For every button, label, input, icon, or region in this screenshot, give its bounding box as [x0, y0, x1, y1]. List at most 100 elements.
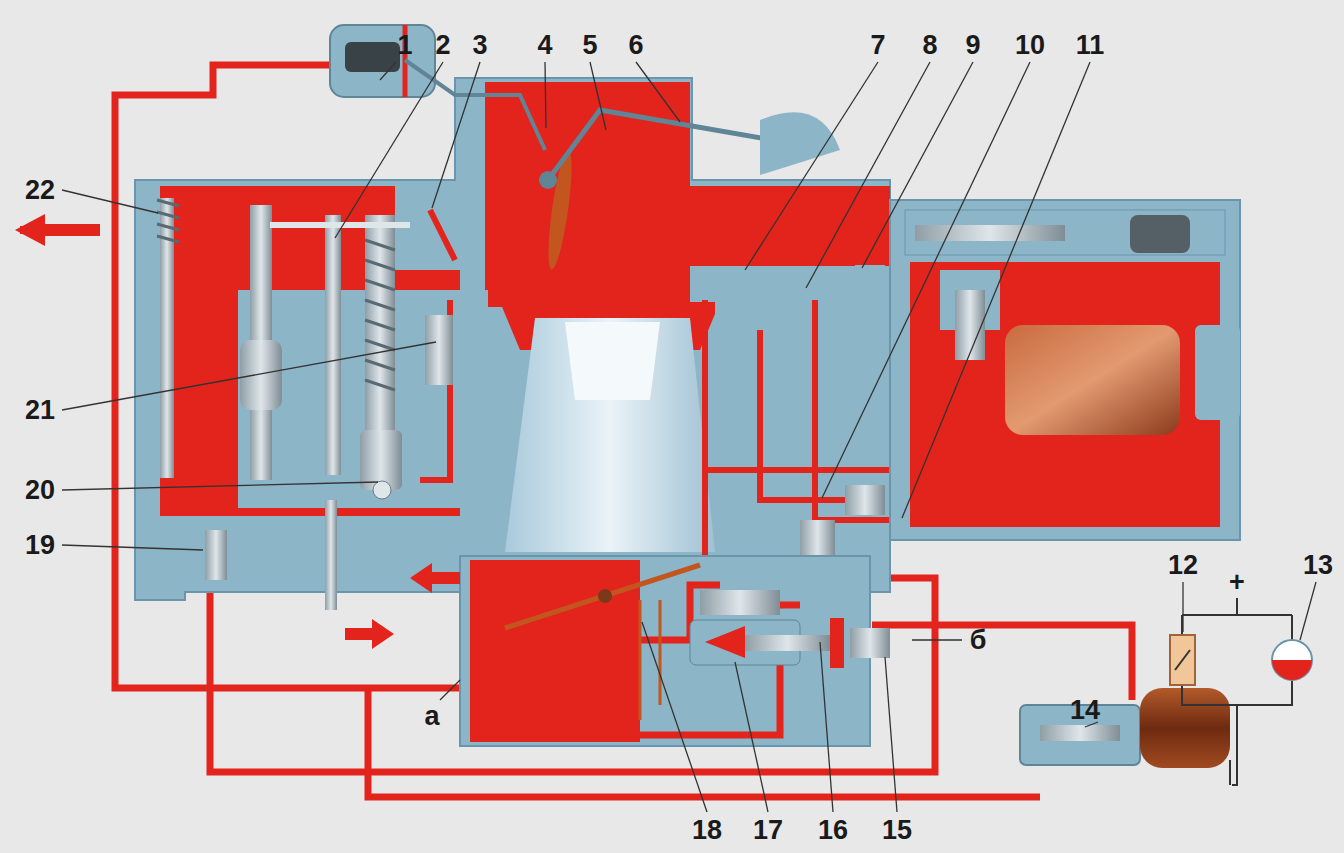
leader-lines-part: [862, 62, 973, 268]
leader-lines-part: [62, 545, 203, 550]
leader-lines-part: [885, 657, 897, 812]
pump-housing-part: [910, 262, 1220, 527]
inner-channels-part: [700, 190, 880, 232]
throttle-body-part: [598, 589, 612, 603]
float-chamber-parts-part: [373, 481, 391, 499]
air-damper: [539, 110, 840, 271]
callout-number: 17: [751, 816, 785, 845]
channel-letter: а: [422, 702, 441, 731]
leader-lines-part: [912, 639, 962, 640]
electric-circuit-part: [1170, 635, 1195, 685]
carburetor-body-part: [135, 78, 890, 600]
electric-circuit-part: [1182, 598, 1292, 785]
callout-number: 8: [920, 31, 939, 60]
pump-housing-part: [715, 285, 755, 320]
leader-lines-part: [1182, 582, 1183, 632]
callout-number: 19: [23, 531, 57, 560]
air-damper-part: [760, 112, 840, 175]
throttle-body-part: [470, 560, 640, 742]
flow-arrows-part: [410, 563, 460, 593]
electric-circuit-part: [1175, 650, 1190, 670]
throttle-body-part: [705, 626, 745, 658]
inner-channels-part: [760, 330, 885, 500]
throttle-body-part: [850, 628, 890, 658]
callout-number: 2: [433, 31, 452, 60]
solenoid-valve-part: [1040, 725, 1120, 741]
callout-number: 15: [880, 816, 914, 845]
leader-lines-part: [380, 62, 396, 80]
leader-lines-part: [440, 680, 460, 700]
flow-arrows: [15, 214, 460, 649]
flow-arrows-part: [345, 619, 394, 649]
callout-number: 9: [963, 31, 982, 60]
pump-housing-part: [845, 485, 885, 515]
leader-lines-part: [636, 62, 680, 122]
pump-housing-part: [890, 200, 1240, 540]
flow-arrows-part: [15, 214, 100, 246]
solenoid-valve: [1020, 688, 1230, 768]
float-chamber-parts-part: [157, 200, 179, 242]
red-channels-part: [872, 625, 1132, 700]
valve-1-part: [405, 60, 545, 150]
valve-1: [330, 25, 545, 150]
callout-number: 1: [395, 31, 414, 60]
float-chamber-parts-part: [325, 215, 341, 475]
carburetor-body-part: [238, 290, 488, 508]
leader-lines-part: [62, 190, 158, 213]
throttle-body-part: [700, 590, 780, 615]
float-chamber-parts-part: [270, 222, 410, 228]
throttle-body-part: [460, 556, 870, 746]
throttle-body-part: [640, 585, 800, 735]
float-chamber-parts-part: [365, 215, 395, 445]
throttle-body-part: [830, 618, 844, 668]
inner-channels-part: [430, 210, 455, 260]
inner-channels-part: [705, 300, 890, 470]
float-chamber-parts-part: [365, 240, 395, 390]
callout-number: 18: [690, 816, 724, 845]
callout-number: 13: [1301, 551, 1335, 580]
leader-lines-part: [820, 642, 833, 812]
callout-number: 20: [23, 476, 57, 505]
electric-circuit: [1170, 598, 1312, 785]
callout-number: 11: [1074, 31, 1107, 60]
pump-housing: [715, 200, 1240, 560]
pump-housing-part: [1005, 325, 1180, 435]
callout-number: 6: [626, 31, 645, 60]
callout-number: 16: [816, 816, 850, 845]
float-chamber-parts: [157, 198, 453, 610]
leader-lines-part: [822, 62, 1030, 498]
float-chamber-parts-part: [325, 500, 337, 610]
callout-number: 10: [1013, 31, 1047, 60]
pump-housing-part: [915, 225, 1065, 241]
pump-housing-part: [800, 520, 835, 560]
leader-lines-part: [735, 662, 768, 812]
carburetor-body: [135, 78, 890, 600]
callout-number: 22: [23, 176, 57, 205]
flow-arrows-part: [20, 226, 100, 234]
leader-lines-part: [62, 482, 378, 490]
carburetor-body-part: [505, 318, 715, 552]
callout-number: 4: [535, 31, 554, 60]
leader-lines-part: [335, 62, 443, 238]
electric-circuit-part: [1272, 640, 1312, 680]
carburetor-body-part: [485, 82, 690, 307]
float-chamber-parts-part: [425, 315, 453, 385]
callout-number: 21: [23, 396, 57, 425]
leader-lines-part: [642, 622, 707, 812]
solenoid-valve-part: [1140, 688, 1230, 768]
float-chamber-parts-part: [205, 530, 227, 580]
pump-housing-part: [1195, 325, 1240, 420]
throttle-body-part: [505, 565, 700, 628]
polarity-sign: +: [1227, 568, 1247, 597]
pump-housing-part: [855, 265, 885, 285]
carburetor-body-part: [690, 186, 890, 266]
callout-number: 14: [1068, 696, 1102, 725]
leader-lines-part: [62, 342, 436, 410]
throttle-body-part: [640, 600, 660, 720]
carburetor-body-part: [565, 322, 660, 400]
inner-channels-part: [815, 300, 890, 520]
leader-lines-part: [545, 62, 546, 128]
electric-circuit-part: [1272, 660, 1312, 680]
